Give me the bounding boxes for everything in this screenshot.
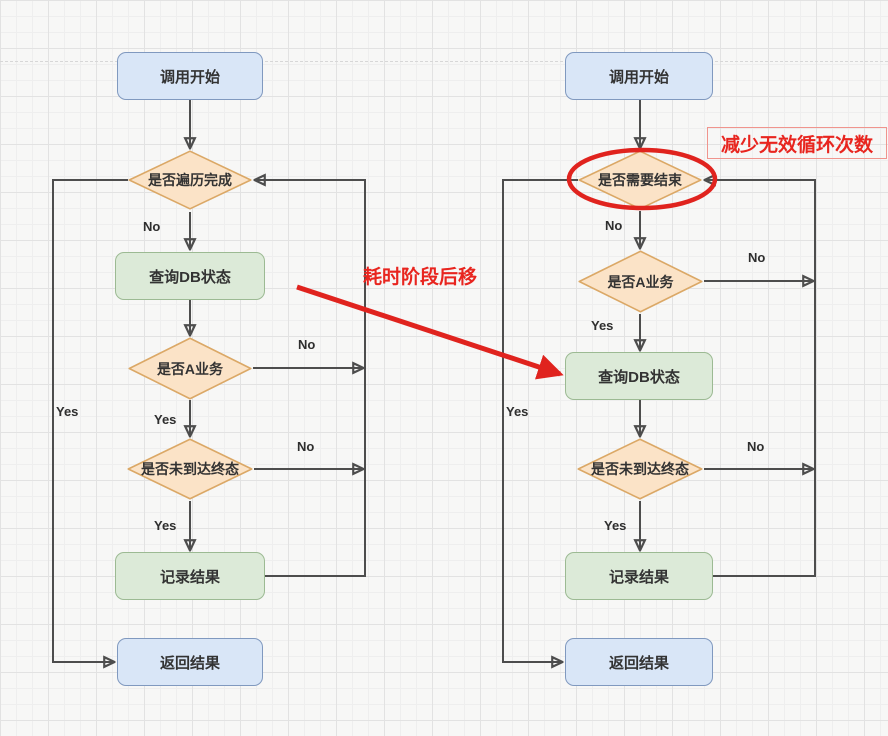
node-left-check-final[interactable]: 是否未到达终态 [127,438,253,500]
node-right-check-final[interactable]: 是否未到达终态 [577,438,703,500]
node-left-return[interactable]: 返回结果 [117,638,263,686]
node-right-check-end[interactable]: 是否需要结束 [578,150,702,210]
node-label: 是否A业务 [156,360,224,377]
edge-l-yes-to-return [52,179,128,662]
diamond-shape [127,438,253,500]
node-right-record[interactable]: 记录结果 [565,552,713,600]
edge-label-yes: Yes [154,412,177,427]
node-label: 是否未到达终态 [141,461,239,477]
diamond-shape [578,250,703,313]
edge-l-record-loopback [255,180,366,577]
edge-label-yes: Yes [604,518,627,533]
annotation-loop-note-text: 减少无效循环次数 [720,134,873,156]
edge-label-no: No [605,218,623,233]
node-right-start[interactable]: 调用开始 [565,52,713,100]
node-label: 返回结果 [159,654,220,672]
node-label: 查询DB状态 [598,368,680,386]
node-left-check-biz[interactable]: 是否A业务 [128,337,252,400]
annotation-move-note[interactable]: 耗时阶段后移 [363,267,478,288]
node-left-query-db[interactable]: 查询DB状态 [115,252,265,300]
node-left-check-done[interactable]: 是否遍历完成 [128,150,252,210]
node-label: 是否A业务 [607,273,674,290]
node-left-start[interactable]: 调用开始 [117,52,263,100]
edge-label-no: No [297,439,315,454]
node-label: 是否遍历完成 [148,172,232,188]
node-label: 调用开始 [159,68,220,86]
node-label: 记录结果 [159,568,220,586]
edge-label-no: No [747,439,765,454]
diamond-shape [577,438,703,500]
edge-label-no: No [298,337,316,352]
diamond-shape [128,150,252,210]
page-break-line [0,61,888,62]
edge-label-yes: Yes [154,518,177,533]
node-label: 是否需要结束 [598,172,682,188]
node-label: 返回结果 [608,654,669,672]
node-label: 调用开始 [608,68,669,86]
node-right-return[interactable]: 返回结果 [565,638,713,686]
edge-label-no: No [143,219,161,234]
node-right-query-db[interactable]: 查询DB状态 [565,352,713,400]
node-label: 是否未到达终态 [591,461,689,477]
edge-r-yes-to-return [502,179,578,662]
annotation-loop-note[interactable]: 减少无效循环次数 [707,127,887,159]
edge-r-record-loopback [705,180,816,577]
node-right-check-biz[interactable]: 是否A业务 [578,250,703,313]
diamond-shape [128,337,252,400]
node-label: 记录结果 [608,568,669,586]
edge-label-yes: Yes [506,404,529,419]
node-label: 查询DB状态 [149,268,231,286]
node-left-record[interactable]: 记录结果 [115,552,265,600]
edge-label-yes: Yes [56,404,79,419]
edge-label-no: No [748,250,766,265]
edge-label-yes: Yes [591,318,614,333]
